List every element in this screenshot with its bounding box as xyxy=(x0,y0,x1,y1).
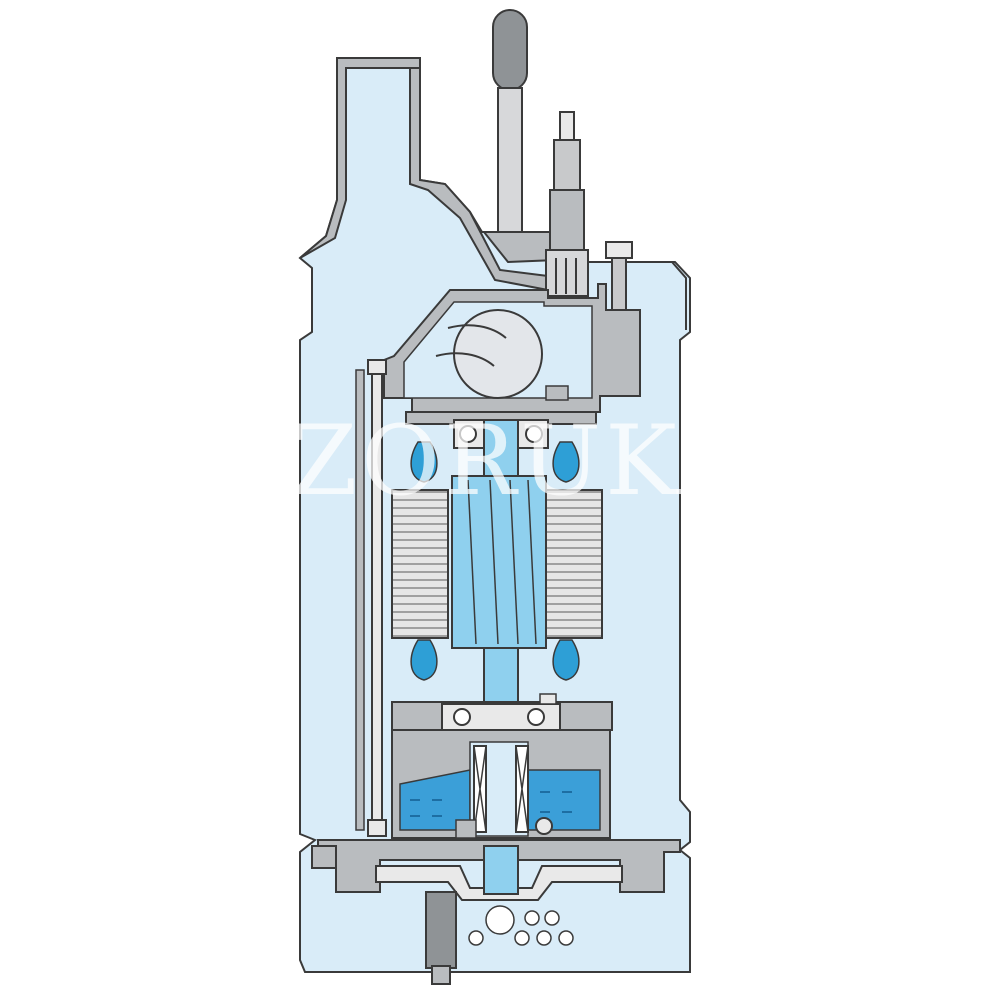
mechanical-seal xyxy=(455,745,553,839)
impeller xyxy=(375,845,623,901)
oil-chamber xyxy=(391,729,611,839)
tie-rod xyxy=(355,359,387,837)
drain-plug xyxy=(311,845,457,985)
stator-core xyxy=(391,489,603,639)
stator-windings xyxy=(410,441,580,681)
suction-strainer xyxy=(468,905,574,946)
thermal-protector xyxy=(435,309,569,401)
lifting-handle xyxy=(481,9,557,264)
cable-entry xyxy=(545,111,589,297)
discharge-outlet xyxy=(299,57,421,259)
rotor xyxy=(451,475,547,649)
terminal-bolt xyxy=(605,241,687,330)
